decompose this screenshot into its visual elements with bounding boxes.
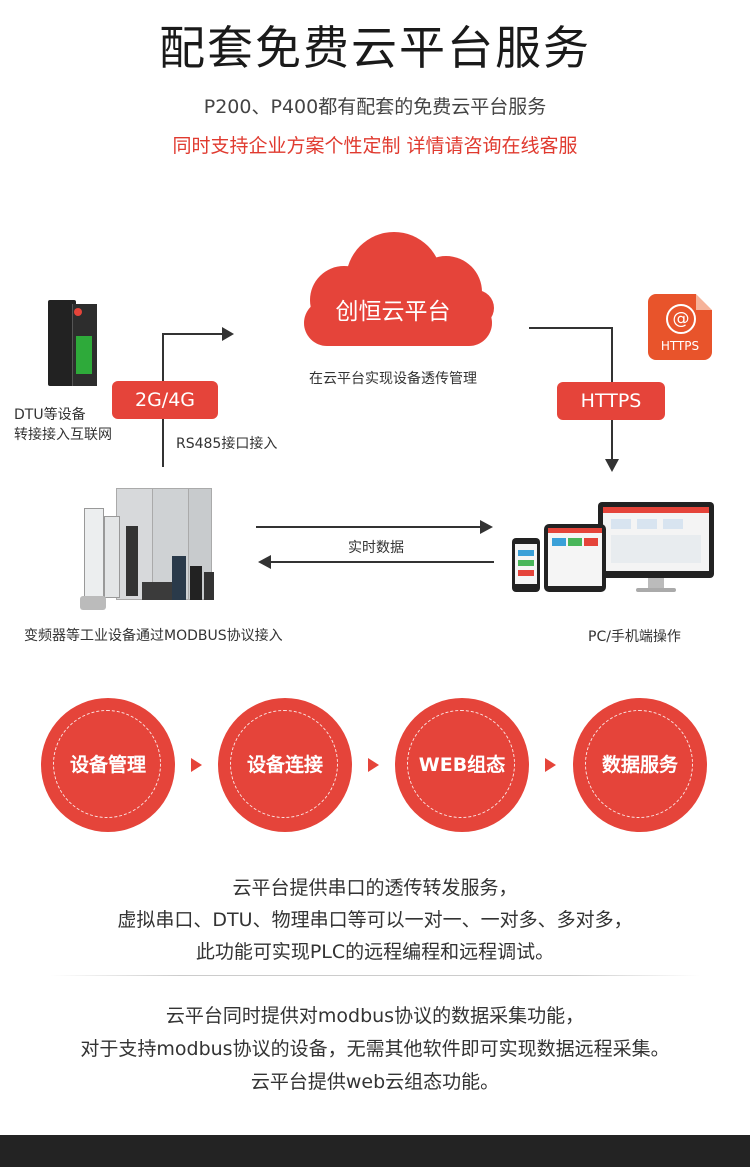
at-symbol: @ (666, 304, 696, 334)
cloud-icon (304, 232, 494, 346)
connector-to-cloud (162, 333, 224, 335)
dtu-device-image (48, 300, 98, 390)
description2-line2: 对于支持modbus协议的设备，无需其他软件即可实现数据远程采集。 (80, 1038, 670, 1060)
connector-from-cloud (529, 327, 613, 329)
pc-mobile-devices-image (510, 498, 716, 598)
connector-down-bottom (611, 420, 613, 460)
step-label: 设备管理 (69, 754, 146, 776)
page-subtitle: P200、P400都有配套的免费云平台服务 (203, 96, 547, 118)
step-device-management: 设备管理 (41, 698, 175, 832)
arrow-down-icon (605, 459, 619, 472)
arrow-right-icon (222, 327, 234, 341)
https-tag: HTTPS (557, 382, 665, 420)
realtime-label: 实时数据 (348, 540, 404, 556)
step-data-service: 数据服务 (573, 698, 707, 832)
step-label: WEB组态 (418, 754, 506, 776)
rs485-label: RS485接口接入 (176, 436, 278, 452)
customization-note: 同时支持企业方案个性定制 详情请咨询在线客服 (172, 135, 578, 157)
dtu-caption-line1: DTU等设备 (14, 407, 86, 423)
page-title: 配套免费云平台服务 (159, 21, 591, 75)
step-device-connection: 设备连接 (218, 698, 352, 832)
step-label: 数据服务 (601, 754, 678, 776)
connector-up-top (162, 334, 164, 381)
description1-line3: 此功能可实现PLC的远程编程和远程调试。 (195, 941, 555, 963)
connector-up-bottom (162, 419, 164, 467)
chevron-right-icon (545, 758, 556, 772)
cloud-label: 创恒云平台 (335, 299, 451, 325)
step-label: 设备连接 (246, 754, 323, 776)
divider (50, 975, 700, 976)
https-file-icon: @ HTTPS (648, 294, 712, 360)
realtime-arrow-right-line (256, 526, 482, 528)
arrow-right-icon (480, 520, 493, 534)
chevron-right-icon (191, 758, 202, 772)
realtime-arrow-left-line (270, 561, 494, 563)
description1-line2: 虚拟串口、DTU、物理串口等可以一对一、一对多、多对多， (117, 909, 633, 931)
equipment-caption: 变频器等工业设备通过MODBUS协议接入 (24, 628, 283, 644)
connector-down-top (611, 327, 613, 382)
description1-line1: 云平台提供串口的透传转发服务， (232, 877, 518, 899)
chevron-right-icon (368, 758, 379, 772)
pc-caption: PC/手机端操作 (588, 629, 681, 645)
industrial-equipment-image (76, 486, 226, 614)
cloud-caption: 在云平台实现设备透传管理 (309, 371, 477, 387)
step-web-configuration: WEB组态 (395, 698, 529, 832)
dtu-caption-line2: 转接接入互联网 (14, 427, 112, 443)
https-icon-label: HTTPS (660, 339, 700, 353)
footer-bar (0, 1135, 750, 1167)
network-tag: 2G/4G (112, 381, 218, 419)
description2-line3: 云平台提供web云组态功能。 (250, 1071, 500, 1093)
description2-line1: 云平台同时提供对modbus协议的数据采集功能， (165, 1005, 585, 1027)
arrow-left-icon (258, 555, 271, 569)
